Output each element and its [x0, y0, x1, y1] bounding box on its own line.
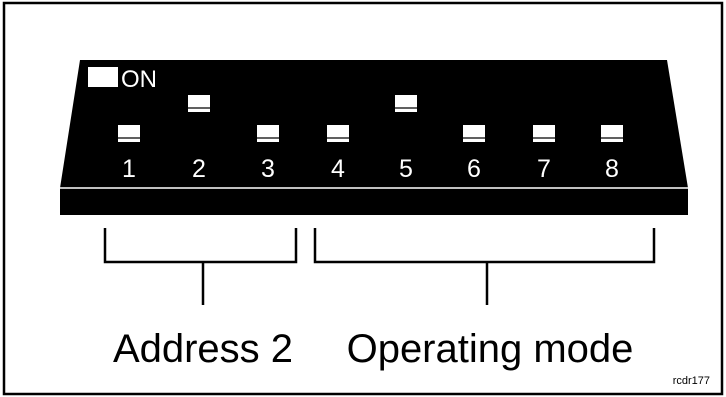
address-group-label: Address 2 — [113, 327, 293, 371]
switch-body — [60, 60, 688, 188]
switch-number-7: 7 — [537, 155, 551, 183]
switch-slider-6 — [463, 125, 485, 142]
operating-mode-bracket — [313, 228, 656, 305]
switch-number-6: 6 — [467, 155, 481, 183]
on-indicator-icon — [88, 67, 118, 87]
operating-mode-label: Operating mode — [347, 327, 634, 371]
figure-code: rcdr177 — [673, 375, 710, 387]
on-label: ON — [121, 66, 157, 93]
switch-slider-8 — [601, 125, 623, 142]
switch-slider-3 — [257, 125, 279, 142]
switch-slider-1 — [118, 125, 140, 142]
switch-slider-5 — [395, 95, 417, 112]
switch-number-2: 2 — [192, 155, 206, 183]
switch-number-4: 4 — [331, 155, 345, 183]
switch-number-3: 3 — [261, 155, 275, 183]
switch-group: 1 2 3 4 5 6 7 8 — [118, 95, 623, 183]
switch-number-5: 5 — [399, 155, 413, 183]
switch-number-1: 1 — [122, 155, 136, 183]
address-bracket — [103, 228, 298, 305]
switch-slider-7 — [533, 125, 555, 142]
switch-slider-4 — [327, 125, 349, 142]
switch-number-8: 8 — [605, 155, 619, 183]
switch-slider-2 — [188, 95, 210, 112]
switch-base — [60, 188, 688, 215]
